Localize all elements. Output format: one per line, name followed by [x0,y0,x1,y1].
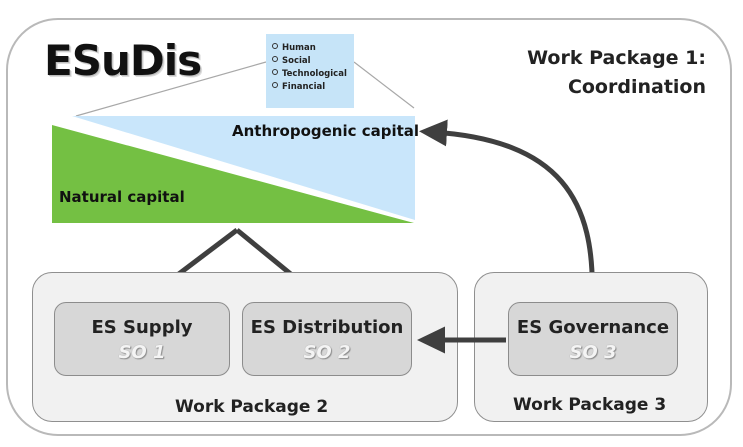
natural-capital-wedge [52,125,414,223]
anthropogenic-capital-label: Anthropogenic capital [232,122,420,140]
zoom-line-right [353,61,415,109]
work-package-3-label: Work Package 3 [513,395,667,415]
legend-item-human: Human [272,42,354,55]
bullet-icon [272,56,278,62]
bullet-icon [272,69,278,75]
objective-es-governance: ES Governance SO 3 [508,302,678,376]
objective-title: ES Distribution [250,317,404,338]
objective-es-supply: ES Supply SO 1 [54,302,230,376]
objective-title: ES Supply [91,317,193,338]
project-logo: ESuDis [44,36,202,85]
zoom-line-left [75,61,267,117]
legend-item-social: Social [272,55,354,68]
bullet-icon [272,43,278,49]
natural-capital-label: Natural capital [59,188,185,206]
legend-item-financial: Financial [272,81,354,94]
work-package-1-line2: Coordination [567,76,706,98]
arrow-governance-to-capital [419,119,595,301]
objective-code: SO 2 [303,342,351,363]
anthropogenic-capital-wedge [72,116,415,220]
objective-title: ES Governance [516,317,670,338]
capital-types-legend: Human Social Technological Financial [266,34,354,108]
objective-code: SO 1 [118,342,166,363]
legend-item-technological: Technological [272,68,354,81]
work-package-1-label: Work Package 1: Coordination [527,44,706,102]
bullet-icon [272,82,278,88]
work-package-1-line1: Work Package 1: [527,47,706,69]
objective-code: SO 3 [569,342,617,363]
work-package-2-label: Work Package 2 [175,397,329,417]
objective-es-distribution: ES Distribution SO 2 [242,302,412,376]
